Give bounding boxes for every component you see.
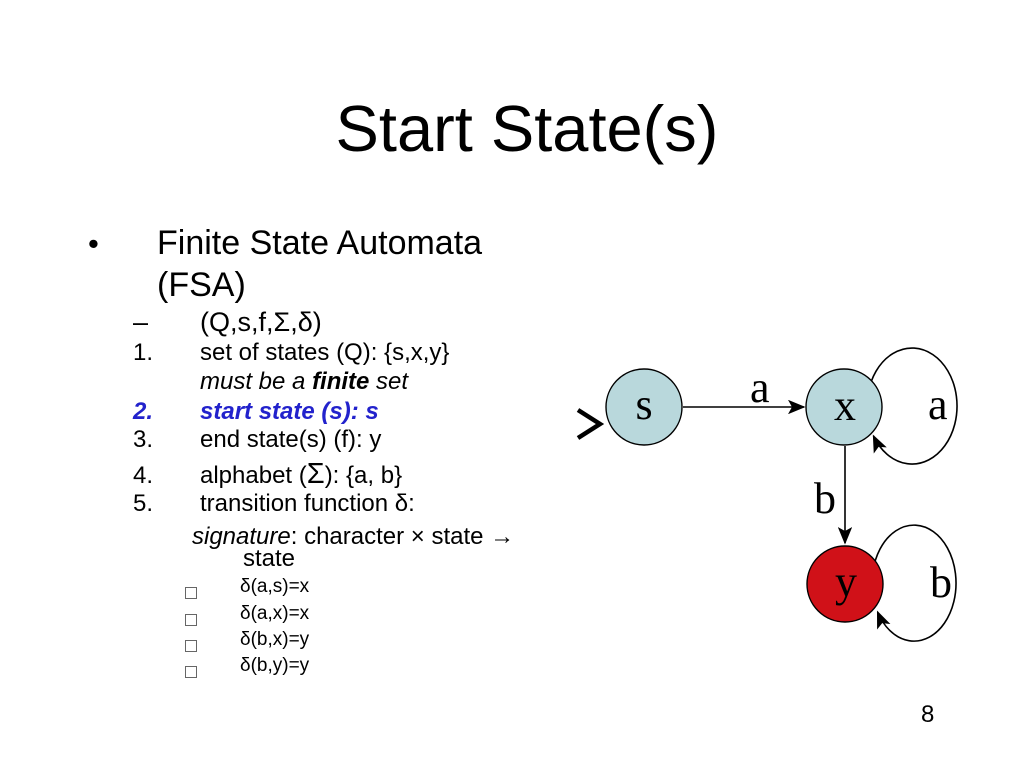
square-bullet-icon bbox=[185, 652, 240, 686]
bullet-dot-icon: • bbox=[88, 226, 99, 261]
x-self-loop-edge bbox=[867, 347, 958, 465]
item-text: alphabet (Σ): {a, b} bbox=[200, 459, 402, 491]
delta-item-4: δ(b,y)=y bbox=[185, 652, 309, 686]
item-text-post: ): {a, b} bbox=[324, 462, 403, 489]
square-bullet-icon bbox=[185, 600, 240, 634]
numbered-item-1: 1. set of states (Q): {s,x,y} bbox=[133, 338, 449, 368]
state-label-y: y bbox=[835, 557, 857, 606]
bullet-text: Finite State Automata (FSA) bbox=[157, 224, 483, 304]
delta-text: δ(b,x)=y bbox=[240, 629, 310, 650]
edge-label-x-self: a bbox=[928, 380, 948, 429]
item-text: set of states (Q): {s,x,y} bbox=[200, 339, 450, 366]
bullet-item-fsa: • Finite State Automata (FSA) bbox=[88, 222, 488, 306]
item-text-pre: alphabet ( bbox=[200, 462, 307, 489]
state-label-s: s bbox=[635, 380, 652, 429]
signature-line: signature: character × state → bbox=[192, 522, 514, 552]
start-marker-icon bbox=[576, 408, 605, 440]
item-text: transition function δ: bbox=[200, 490, 415, 517]
note-pre: must be a bbox=[200, 368, 313, 395]
page-number: 8 bbox=[921, 701, 935, 728]
square-bullet-icon bbox=[185, 573, 240, 607]
note-finite-set: must be a finite set bbox=[200, 367, 408, 397]
state-circle-s bbox=[605, 368, 683, 446]
note-post: set bbox=[369, 368, 409, 395]
dash-text: (Q,s,f,Σ,δ) bbox=[200, 307, 322, 337]
state-circle-y bbox=[806, 545, 884, 623]
delta-text: δ(a,s)=x bbox=[240, 576, 310, 597]
signature-rest: : character × state → bbox=[290, 523, 515, 550]
state-label-x: x bbox=[834, 381, 856, 430]
numbered-item-4: 4. alphabet (Σ): {a, b} bbox=[133, 459, 402, 491]
signature-word: signature bbox=[192, 523, 291, 550]
item-number: 1. bbox=[133, 339, 154, 366]
item-text: start state (s): s bbox=[200, 398, 379, 425]
item-number: 2. bbox=[133, 398, 154, 425]
square-bullet-icon bbox=[185, 626, 240, 660]
numbered-item-2-highlighted: 2. start state (s): s bbox=[133, 397, 379, 427]
numbered-item-5: 5. transition function δ: bbox=[133, 489, 415, 519]
item-number: 5. bbox=[133, 490, 154, 517]
numbered-item-3: 3. end state(s) (f): y bbox=[133, 425, 381, 455]
item-text: end state(s) (f): y bbox=[200, 426, 382, 453]
dash-marker-icon: – bbox=[133, 307, 149, 337]
state-circle-x bbox=[805, 368, 883, 446]
note-bold: finite bbox=[312, 368, 370, 395]
sigma-symbol: Σ bbox=[306, 458, 325, 490]
signature-wrap-line: state bbox=[243, 545, 296, 572]
delta-text: δ(b,y)=y bbox=[240, 655, 310, 676]
slide-title: Start State(s) bbox=[335, 92, 719, 165]
edge-label-y-self: b bbox=[930, 558, 952, 607]
edge-label-x-y: b bbox=[814, 474, 836, 523]
delta-item-2: δ(a,x)=x bbox=[185, 600, 309, 634]
item-number: 4. bbox=[133, 462, 154, 489]
delta-text: δ(a,x)=x bbox=[240, 603, 310, 624]
dash-item-tuple: – (Q,s,f,Σ,δ) bbox=[133, 306, 322, 338]
edge-label-s-x: a bbox=[750, 363, 770, 412]
item-number: 3. bbox=[133, 426, 154, 453]
y-self-loop-edge bbox=[872, 524, 957, 642]
delta-item-3: δ(b,x)=y bbox=[185, 626, 309, 660]
delta-item-1: δ(a,s)=x bbox=[185, 573, 309, 607]
